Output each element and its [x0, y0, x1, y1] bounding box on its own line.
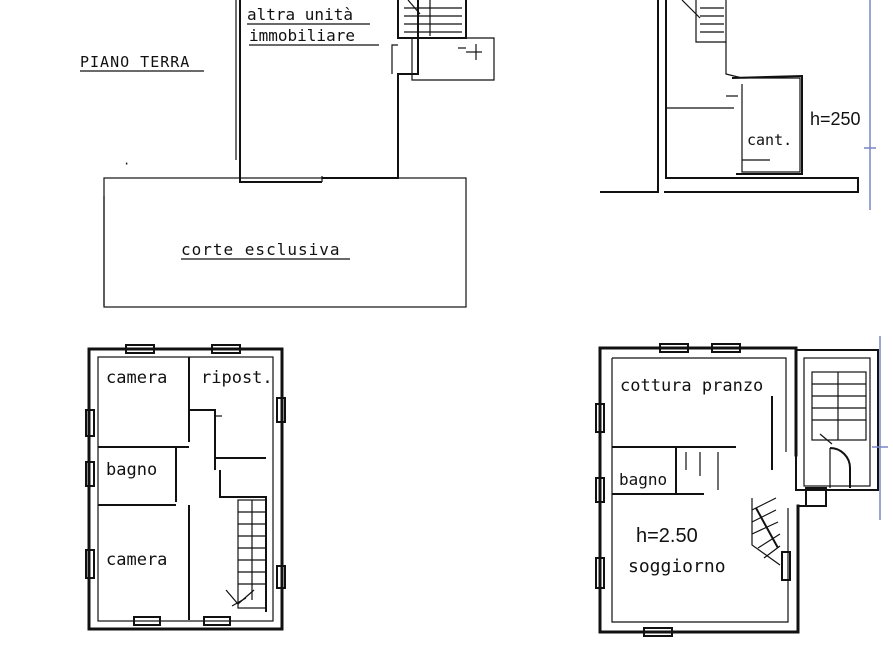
cantina-label: cant. [747, 131, 792, 149]
living-height-label: h=2.50 [636, 525, 698, 547]
ripost-label: ripost. [201, 368, 273, 388]
stair-bedroom-floor [225, 499, 267, 609]
cellar-height-label: h=250 [810, 109, 861, 129]
immobiliare-label: immobiliare [249, 26, 355, 45]
cottura-pranzo-label: cottura pranzo [620, 376, 763, 396]
bedroom-floor-plan: camera ripost. bagno camera [85, 344, 286, 631]
ground-floor-plan: PIANO TERRA · altra unità immobiliare [80, 0, 495, 308]
camera-label-1: camera [106, 368, 167, 388]
stair-top-left [397, 0, 467, 39]
external-stair [795, 349, 879, 507]
soggiorno-label: soggiorno [628, 556, 726, 577]
living-floor-plan: cottura pranzo bagno h=2.50 soggiorno [595, 336, 888, 637]
stair-living-floor [751, 497, 781, 566]
cellar-plan: cant. h=250 [600, 0, 876, 210]
camera-label-2: camera [106, 550, 167, 570]
altra-unita-label: altra unità [247, 5, 353, 24]
bagno-label-right: bagno [619, 470, 667, 489]
svg-text:·: · [123, 157, 130, 171]
piano-terra-title: PIANO TERRA [80, 53, 190, 71]
bagno-label-left: bagno [106, 460, 157, 480]
corte-esclusiva-label: corte esclusiva [181, 240, 341, 259]
